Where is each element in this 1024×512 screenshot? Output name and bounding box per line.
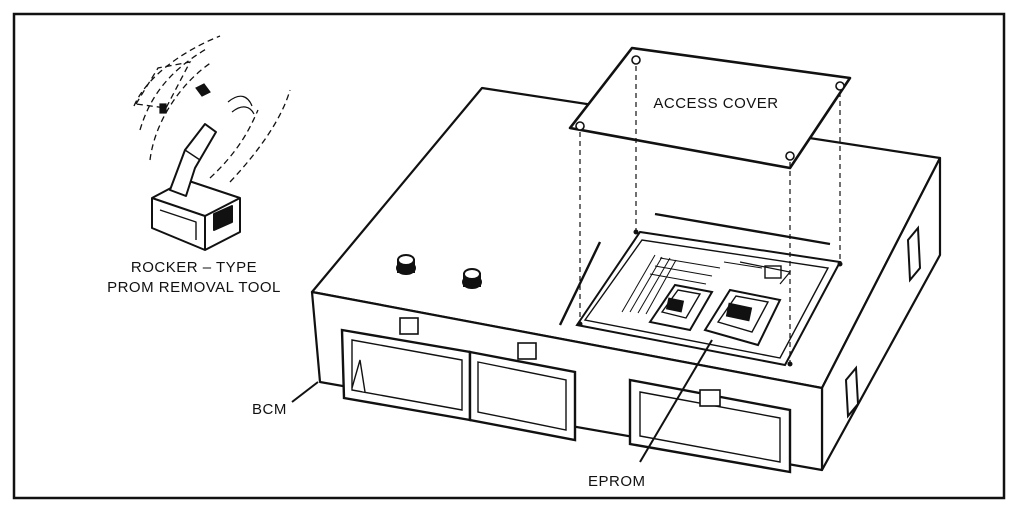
connector-middle [468,342,577,442]
connector-right [628,378,792,474]
connector-left [340,317,472,422]
prom-cavity [558,212,842,367]
eprom-label: EPROM [588,473,646,490]
eprom-chip [703,288,782,347]
access-cover [568,46,852,170]
leader-lines [291,339,713,463]
screw-holes [577,229,843,367]
rocker-prom-removal-tool [151,123,241,251]
hand-outline [159,83,255,115]
tool-label-line2: PROM REMOVAL TOOL [107,279,281,296]
side-tab-lower [844,365,860,419]
side-tab-upper [906,225,922,283]
diagram-frame [12,12,1006,500]
prom-carrier-left [648,283,714,332]
rocker-motion-arcs [133,35,291,183]
bcm-module [310,86,942,472]
assembly-guide-lines [579,66,841,362]
tool-label-line1: ROCKER – TYPE [131,259,257,276]
bcm-label: BCM [252,401,287,418]
access-cover-label: ACCESS COVER [653,95,778,112]
mounting-stud-right [462,268,482,289]
mounting-stud-left [396,254,416,275]
